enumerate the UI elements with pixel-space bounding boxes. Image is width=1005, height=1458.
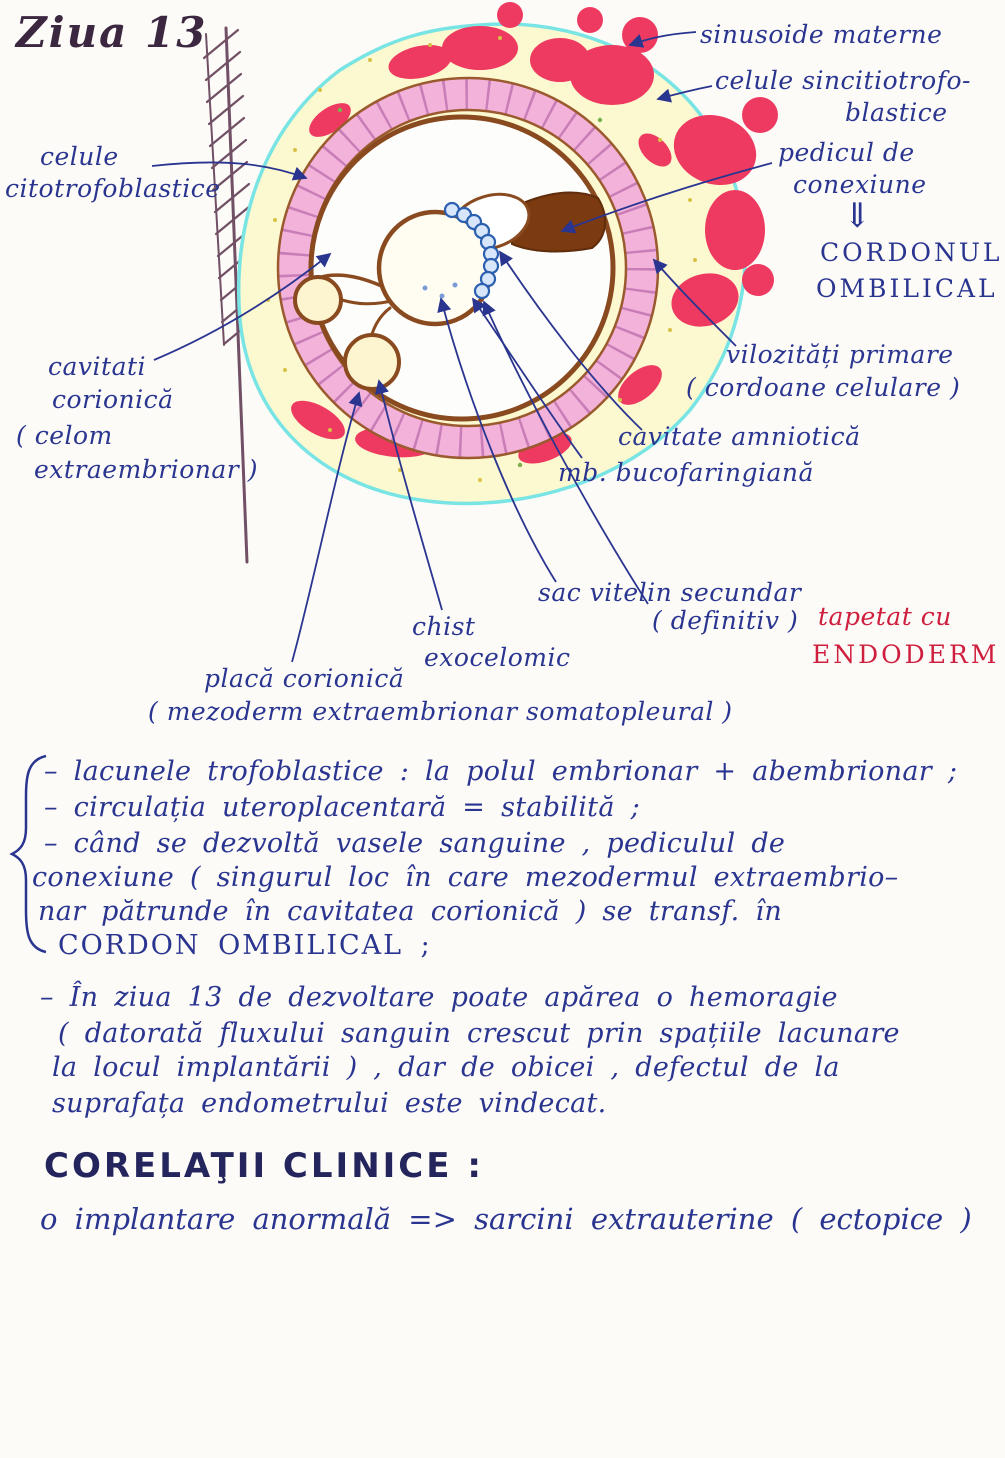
label-cordonul: CORDONUL bbox=[820, 238, 1003, 267]
arrow-chist bbox=[374, 379, 443, 611]
label-chist-1: chist bbox=[412, 612, 476, 641]
note-bullet-3: – când se dezvoltă vasele sanguine , ped… bbox=[44, 828, 786, 859]
arrow-sincitiotrofoblast bbox=[656, 85, 713, 103]
arrow-sac-vitelin-1 bbox=[437, 297, 557, 583]
label-sac-vitelin-2: ( definitiv ) bbox=[652, 606, 799, 635]
note-bullet-2: – circulația uteroplacentară = stabilită… bbox=[44, 792, 640, 823]
label-sincitiotrofoblast-2: blastice bbox=[845, 98, 948, 127]
note-paragraph-4: suprafața endometrului este vindecat. bbox=[52, 1088, 607, 1119]
note-bullet-1: – lacunele trofoblastice : la polul embr… bbox=[44, 756, 958, 787]
notes-brace bbox=[9, 754, 47, 954]
label-placa-corionica-1: placă corionică bbox=[204, 664, 405, 693]
label-sincitiotrofoblast-1: celule sincitiotrofo- bbox=[715, 66, 971, 95]
arrow-sinusoide bbox=[628, 31, 697, 48]
label-sinusoide-materne: sinusoide materne bbox=[700, 20, 943, 49]
arrow-cavitate-amniotica bbox=[499, 250, 643, 431]
label-cavitate-corionica-2: corionică bbox=[52, 385, 174, 414]
note-paragraph-2: ( datorată fluxului sanguin crescut prin… bbox=[58, 1018, 900, 1049]
note-bullet-5: nar pătrunde în cavitatea corionică ) se… bbox=[38, 896, 783, 927]
label-placa-corionica-2: ( mezoderm extraembrionar somatopleural … bbox=[148, 697, 733, 726]
label-citotrofoblast-2: citotrofoblastice bbox=[5, 174, 221, 203]
note-bullet-6: CORDON OMBILICAL ; bbox=[58, 930, 432, 961]
label-mb-bucofaringiana: mb. bucofaringiană bbox=[558, 458, 814, 487]
label-sac-vitelin-1: sac vitelin secundar bbox=[538, 578, 802, 607]
arrow-placa-corionica bbox=[291, 391, 363, 663]
clinical-correlations-item: o implantare anormală => sarcini extraut… bbox=[40, 1202, 972, 1236]
arrow-cavitate-corionica bbox=[153, 252, 332, 361]
note-bullet-4: conexiune ( singurul loc în care mezoder… bbox=[32, 862, 899, 893]
arrow-citotrofoblast bbox=[151, 161, 308, 181]
page-title: Ziua 13 bbox=[16, 8, 208, 57]
label-vilozitati-2: ( cordoane celulare ) bbox=[686, 373, 961, 402]
clinical-correlations-heading: CORELAŢII CLINICE : bbox=[44, 1146, 484, 1186]
arrow-bucofaringiana bbox=[471, 297, 583, 459]
label-pedicul-2: conexiune bbox=[793, 170, 927, 199]
exocoelomic-cysts bbox=[293, 273, 401, 391]
note-paragraph-3: la locul implantării ) , dar de obicei ,… bbox=[52, 1052, 840, 1083]
label-chist-2: exocelomic bbox=[424, 643, 571, 672]
connecting-stalk bbox=[511, 191, 607, 253]
arrow-pedicul bbox=[560, 162, 773, 234]
label-cavitate-corionica-3: ( celom bbox=[16, 421, 113, 450]
arrow-vilozitati bbox=[652, 258, 737, 347]
label-arrows bbox=[151, 31, 773, 663]
label-vilozitati-1: vilozități primare bbox=[726, 340, 954, 369]
double-down-arrow-icon: ⇓ bbox=[843, 196, 872, 236]
yolk-sac-inner-dots bbox=[422, 282, 458, 299]
label-endoderm: ENDODERM bbox=[812, 640, 1000, 669]
arrow-sac-vitelin-2 bbox=[482, 300, 649, 605]
label-ombilical: OMBILICAL bbox=[816, 274, 998, 303]
label-tapetat-cu: tapetat cu bbox=[818, 602, 952, 631]
label-cavitate-amniotica: cavitate amniotică bbox=[618, 422, 861, 451]
label-citotrofoblast-1: celule bbox=[40, 142, 119, 171]
label-cavitate-corionica-1: cavitati bbox=[48, 352, 147, 381]
label-pedicul-1: pedicul de bbox=[778, 138, 915, 167]
label-cavitate-corionica-4: extraembrionar ) bbox=[34, 455, 258, 484]
note-paragraph-1: – În ziua 13 de dezvoltare poate apărea … bbox=[40, 982, 838, 1013]
